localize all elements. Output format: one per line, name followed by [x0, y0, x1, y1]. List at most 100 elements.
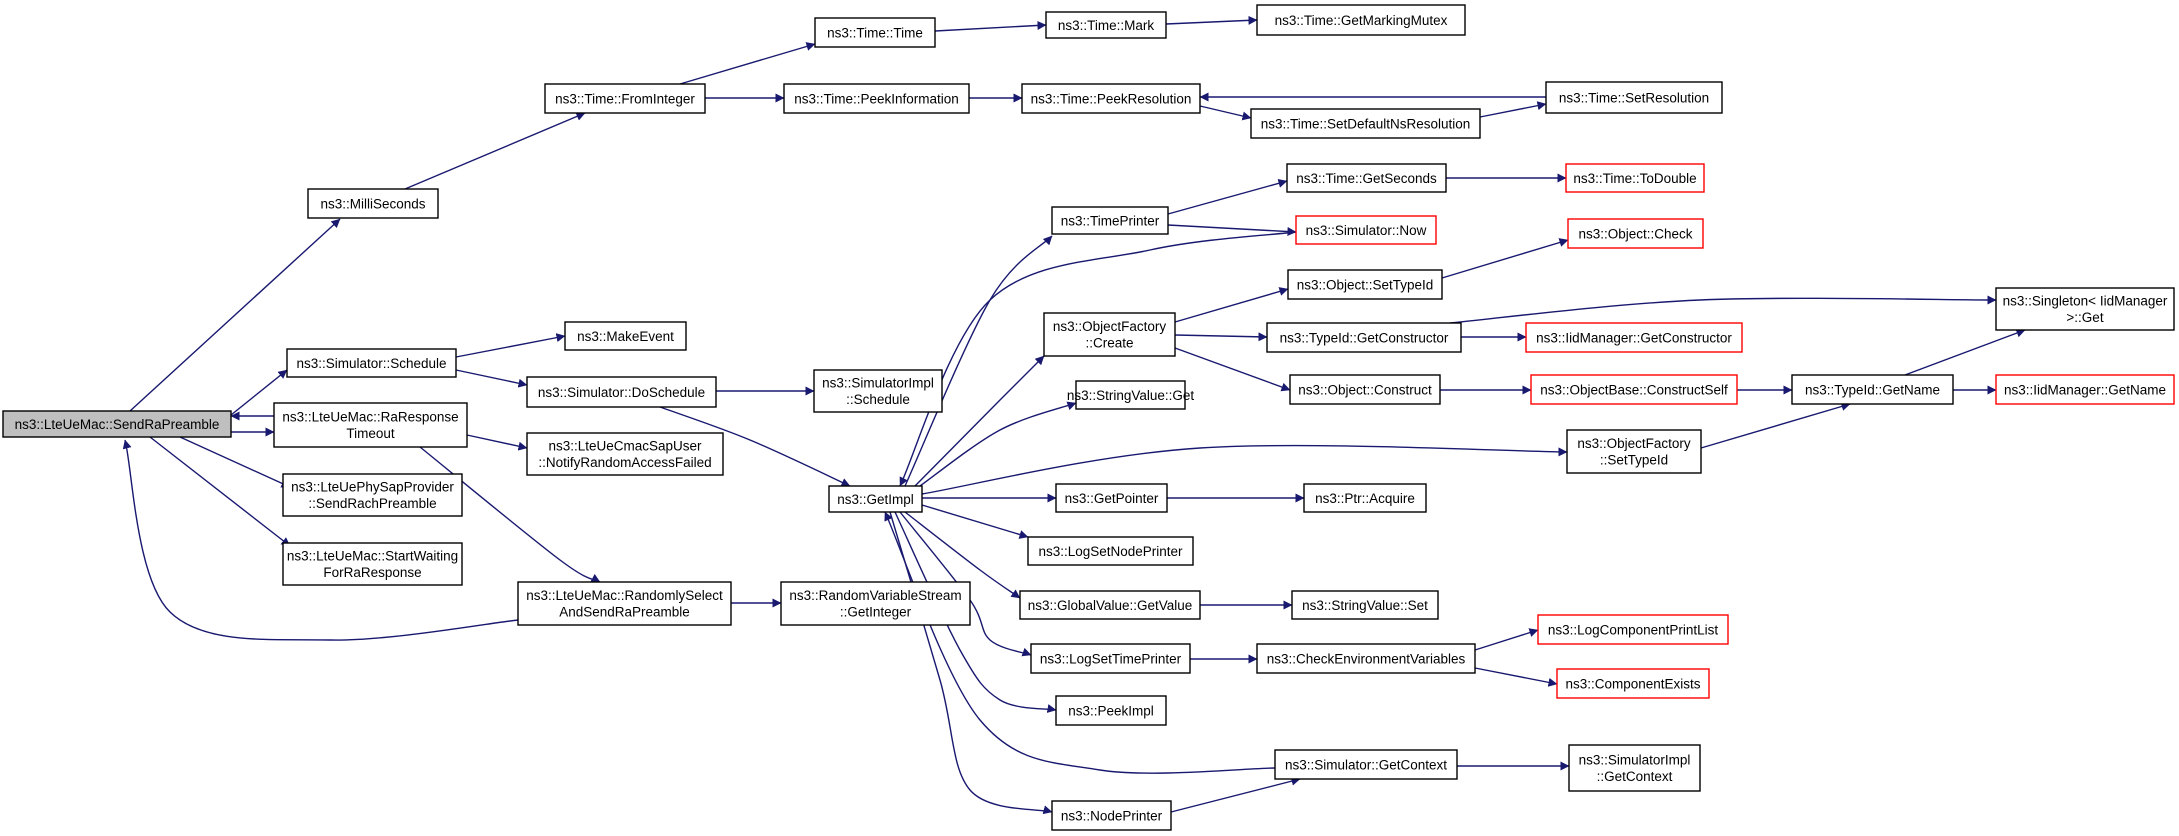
node-logsettime[interactable]: ns3::LogSetTimePrinter: [1030, 643, 1191, 674]
node-compexists[interactable]: ns3::ComponentExists: [1556, 668, 1710, 699]
node-rvsgetint[interactable]: ns3::RandomVariableStream::GetInteger: [780, 581, 971, 626]
node-root[interactable]: ns3::LteUeMac::SendRaPreamble: [2, 410, 232, 438]
node-box: [1256, 4, 1466, 36]
node-getmarkmutex[interactable]: ns3::Time::GetMarkingMutex: [1256, 4, 1466, 36]
node-label: ns3::LteUeMac::SendRaPreamble: [15, 417, 220, 432]
node-ptracquire[interactable]: ns3::Ptr::Acquire: [1303, 483, 1427, 513]
edge-objfactsettypeid-to-typeidgetname: [1700, 402, 1851, 449]
node-box: [526, 376, 717, 408]
node-label: ns3::LteUeMac::StartWaiting: [287, 549, 458, 564]
edge-schedule-to-doschedule: [455, 369, 528, 388]
node-randsel[interactable]: ns3::LteUeMac::RandomlySelectAndSendRaPr…: [517, 581, 732, 626]
node-getimpl[interactable]: ns3::GetImpl: [828, 485, 923, 513]
node-box: [1051, 206, 1169, 235]
edge-checkenv-to-logcomplist: [1474, 628, 1539, 651]
node-iidgetname[interactable]: ns3::IidManager::GetName: [1995, 374, 2175, 405]
node-label: ns3::Time::ToDouble: [1573, 171, 1696, 186]
edge-typeidgetname-to-singleton: [1904, 328, 2026, 376]
node-label: ns3::LteUePhySapProvider: [291, 480, 454, 495]
node-label: ns3::Ptr::Acquire: [1315, 491, 1415, 506]
node-box: [1565, 163, 1705, 193]
node-fromint[interactable]: ns3::Time::FromInteger: [544, 83, 706, 114]
node-peekimpl[interactable]: ns3::PeekImpl: [1055, 695, 1167, 726]
node-box: [1545, 81, 1723, 114]
node-globalget[interactable]: ns3::GlobalValue::GetValue: [1019, 590, 1201, 620]
node-box: [1995, 374, 2175, 405]
edge-timeprinter-to-simnow: [1167, 224, 1297, 237]
node-getseconds[interactable]: ns3::Time::GetSeconds: [1286, 163, 1447, 193]
node-makeevent[interactable]: ns3::MakeEvent: [564, 321, 687, 351]
node-label: ns3::GetPointer: [1065, 491, 1159, 506]
edge-getimpl-to-peekimpl: [894, 511, 1057, 713]
node-schedule[interactable]: ns3::Simulator::Schedule: [286, 348, 457, 378]
node-typeidgetname[interactable]: ns3::TypeId::GetName: [1791, 374, 1954, 405]
node-mark[interactable]: ns3::Time::Mark: [1045, 11, 1167, 39]
node-box: [526, 432, 724, 476]
node-label: ns3::SimulatorImpl: [822, 376, 934, 391]
edge-schedule-to-makeevent: [455, 333, 566, 358]
node-objsettypeid[interactable]: ns3::Object::SetTypeId: [1287, 269, 1443, 300]
node-objcheck[interactable]: ns3::Object::Check: [1567, 218, 1704, 249]
node-label: ns3::RandomVariableStream: [789, 588, 961, 603]
node-implschedule[interactable]: ns3::SimulatorImpl::Schedule: [813, 369, 943, 413]
edge-objsettypeid-to-objcheck: [1441, 238, 1569, 279]
node-milli[interactable]: ns3::MilliSeconds: [307, 188, 439, 219]
node-label: >::Get: [2066, 310, 2103, 325]
node-timetime[interactable]: ns3::Time::Time: [814, 17, 936, 48]
node-label: ns3::NodePrinter: [1061, 808, 1163, 823]
node-getpointer[interactable]: ns3::GetPointer: [1055, 483, 1168, 513]
node-objfactcreate[interactable]: ns3::ObjectFactory::Create: [1043, 312, 1176, 357]
node-sendrach[interactable]: ns3::LteUePhySapProvider::SendRachPreamb…: [282, 473, 463, 517]
node-box: [1568, 744, 1701, 792]
node-label: ns3::StringValue::Get: [1067, 388, 1195, 403]
node-simgetctx[interactable]: ns3::Simulator::GetContext: [1274, 749, 1458, 780]
node-objconstruct[interactable]: ns3::Object::Construct: [1289, 374, 1441, 405]
node-implgetctx[interactable]: ns3::SimulatorImpl::GetContext: [1568, 744, 1701, 792]
node-box: [1287, 269, 1443, 300]
edge-getimpl-to-objfactsettypeid: [921, 444, 1568, 495]
edge-nodeprinter-to-simgetctx: [1170, 776, 1301, 813]
node-singleton[interactable]: ns3::Singleton< IidManager>::Get: [1995, 287, 2175, 331]
node-peekinfo[interactable]: ns3::Time::PeekInformation: [783, 83, 970, 114]
edge-timeprinter-to-getseconds: [1167, 178, 1288, 215]
node-logcomplist[interactable]: ns3::LogComponentPrintList: [1537, 614, 1729, 645]
node-setres[interactable]: ns3::Time::SetResolution: [1545, 81, 1723, 114]
node-label: ns3::Time::FromInteger: [555, 91, 695, 106]
node-label: ns3::LogSetNodePrinter: [1038, 544, 1183, 559]
node-label: ns3::CheckEnvironmentVariables: [1267, 651, 1466, 666]
node-box: [1274, 749, 1458, 780]
node-notifyra[interactable]: ns3::LteUeCmacSapUser::NotifyRandomAcces…: [526, 432, 724, 476]
node-label: Timeout: [346, 426, 395, 441]
edge-getimpl-to-logsetnode: [921, 504, 1029, 539]
node-stringvalueset[interactable]: ns3::StringValue::Set: [1291, 590, 1439, 620]
node-logsetnode[interactable]: ns3::LogSetNodePrinter: [1027, 536, 1194, 566]
node-box: [1043, 312, 1176, 357]
node-constructself[interactable]: ns3::ObjectBase::ConstructSelf: [1530, 374, 1738, 405]
node-box: [1791, 374, 1954, 405]
node-label: ::GetContext: [1597, 769, 1673, 784]
node-stringvalueget[interactable]: ns3::StringValue::Get: [1067, 380, 1195, 410]
node-typeidgetctor[interactable]: ns3::TypeId::GetConstructor: [1266, 322, 1462, 353]
node-label: ns3::GetImpl: [837, 492, 914, 507]
node-label: ns3::LogComponentPrintList: [1548, 622, 1719, 637]
edge-fromint-to-timetime: [679, 42, 816, 85]
node-label: ::Schedule: [846, 392, 910, 407]
node-peekres[interactable]: ns3::Time::PeekResolution: [1021, 83, 1201, 114]
node-doschedule[interactable]: ns3::Simulator::DoSchedule: [526, 376, 717, 408]
node-box: [1537, 614, 1729, 645]
node-todouble[interactable]: ns3::Time::ToDouble: [1565, 163, 1705, 193]
node-label: ns3::Time::Mark: [1058, 18, 1155, 33]
node-box: [1303, 483, 1427, 513]
node-simnow[interactable]: ns3::Simulator::Now: [1295, 215, 1437, 245]
node-label: ns3::IidManager::GetConstructor: [1536, 330, 1732, 345]
node-nodeprinter[interactable]: ns3::NodePrinter: [1051, 800, 1172, 831]
edge-root-to-sendrach: [179, 436, 291, 488]
node-iidgetctor[interactable]: ns3::IidManager::GetConstructor: [1525, 322, 1743, 353]
node-checkenv[interactable]: ns3::CheckEnvironmentVariables: [1256, 643, 1476, 674]
node-box: [1256, 643, 1476, 674]
node-setdefres[interactable]: ns3::Time::SetDefaultNsResolution: [1250, 108, 1481, 139]
node-objfactsettypeid[interactable]: ns3::ObjectFactory::SetTypeId: [1566, 429, 1702, 474]
node-timeprinter[interactable]: ns3::TimePrinter: [1051, 206, 1169, 235]
